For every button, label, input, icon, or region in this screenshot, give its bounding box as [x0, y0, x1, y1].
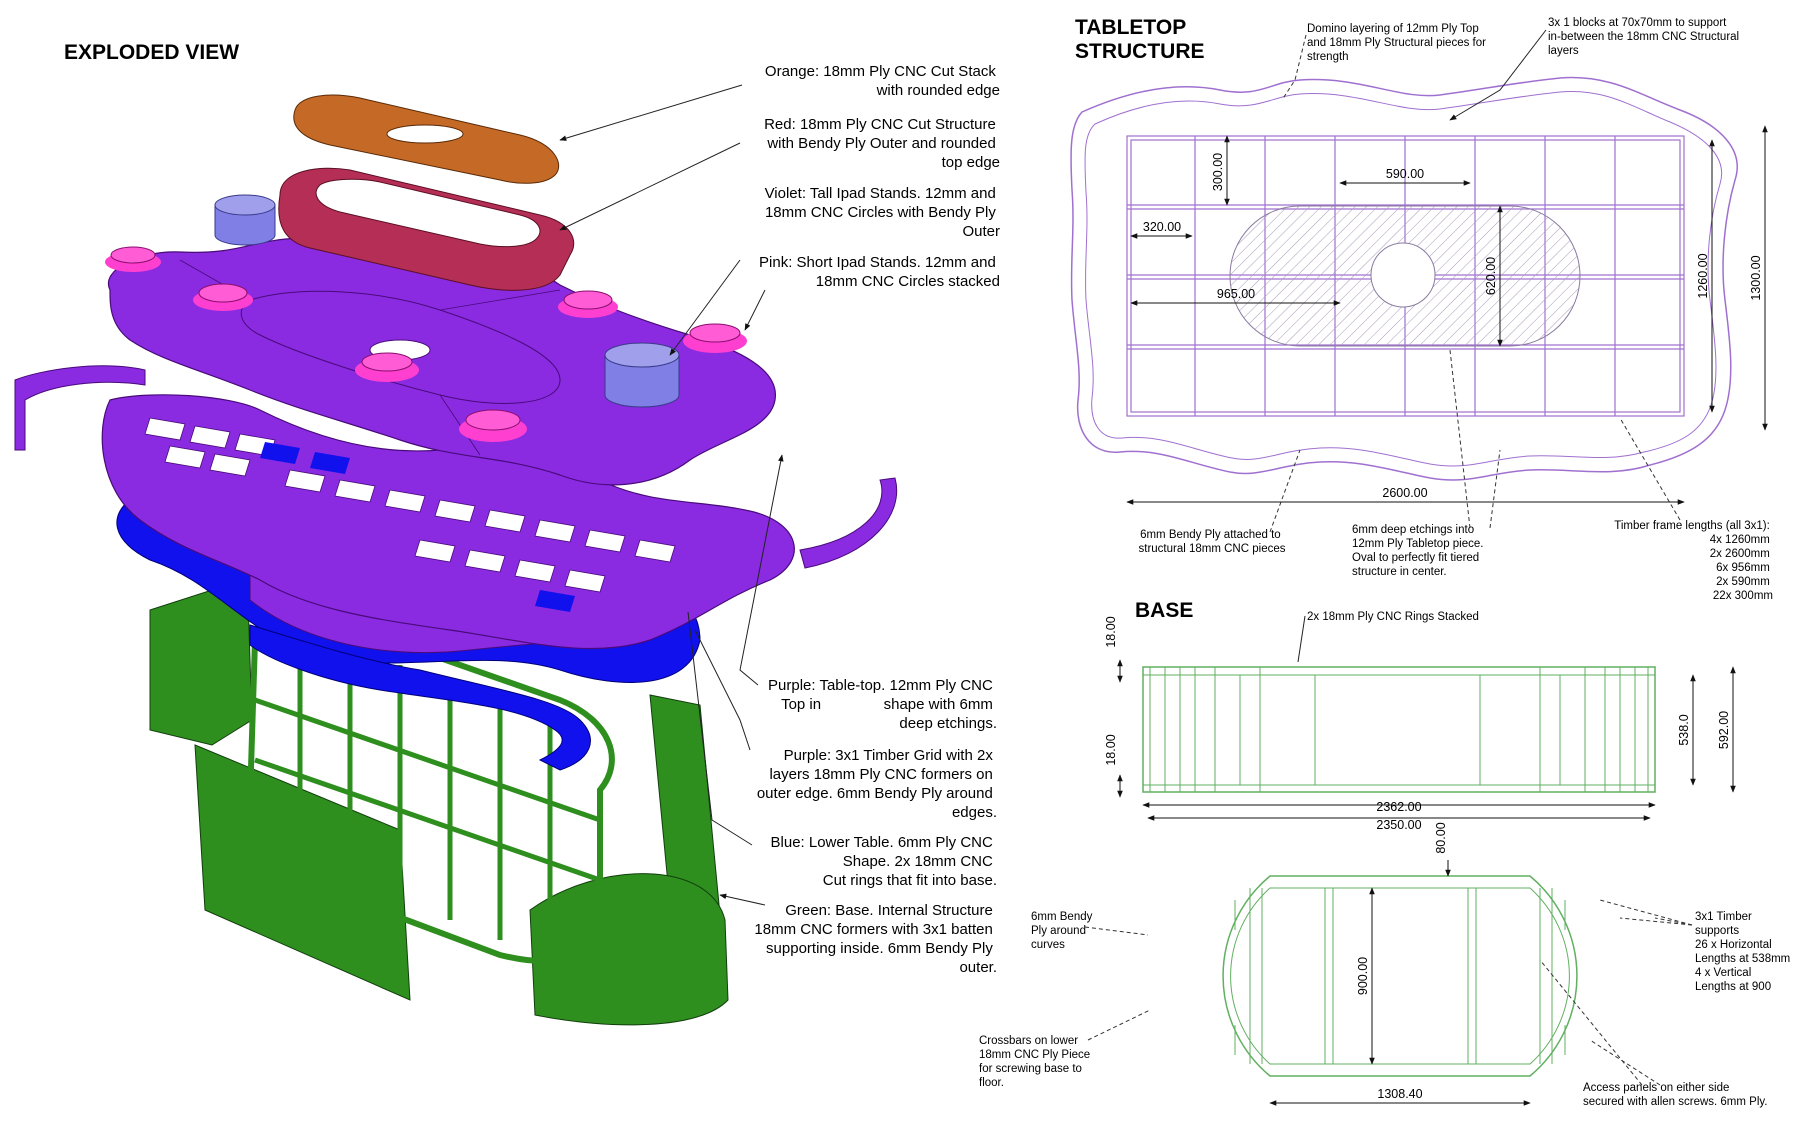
orange-stack-hole: [386, 124, 464, 144]
red-structure: [278, 167, 575, 291]
pink-stand-6: [459, 409, 527, 442]
timber-grid-holes: [144, 417, 676, 593]
dim-900: 900.00: [1356, 957, 1370, 995]
note-purple-grid: Purple: 3x1 Timber Grid with 2x layers 1…: [757, 747, 997, 821]
base-title: BASE: [1135, 599, 1193, 622]
base-note-bendy: 6mm Bendy Ply around curves: [1031, 911, 1096, 951]
tabletop-inner-outline: [1084, 90, 1723, 467]
note-orange: Orange: 18mm Ply CNC Cut Stack with roun…: [765, 63, 1000, 99]
tabletop-note-blocks: 3x 1 blocks at 70x70mm to support in-bet…: [1548, 17, 1742, 57]
pink-stand-2: [193, 283, 253, 311]
note-purple-top: Purple: Table-top. 12mm Ply CNC Top in s…: [768, 677, 997, 732]
rings-leader: [1297, 615, 1306, 663]
tabletop-dimensions: 300.00 590.00 320.00 620.00 965.00 1260.…: [1126, 125, 1768, 505]
base-frame-grid: [254, 640, 601, 955]
pink-stand-1: [105, 246, 161, 272]
orange-top-stack: [293, 94, 560, 184]
base-leaders: [1084, 899, 1693, 1086]
dim-80: 80.00: [1434, 822, 1448, 853]
note-red: Red: 18mm Ply CNC Cut Structure with Ben…: [764, 116, 1000, 171]
base-plan-view: [1222, 875, 1578, 1077]
dim-18-top: 18.00: [1104, 616, 1118, 647]
note-blue: Blue: Lower Table. 6mm Ply CNC Shape. 2x…: [771, 834, 997, 889]
base-dimensions: 18.00 18.00 538.0 592.00 2362.00 2350.00…: [1104, 616, 1736, 1106]
base-note-timber: 3x1 Timber supports 26 x Horizontal Leng…: [1695, 911, 1793, 993]
dim-538: 538.0: [1677, 714, 1691, 745]
dim-590: 590.00: [1386, 167, 1424, 181]
tabletop-note-bendy: 6mm Bendy Ply attached to structural 18m…: [1139, 529, 1286, 555]
dim-18-bottom: 18.00: [1104, 734, 1118, 765]
exploded-view-title: EXPLODED VIEW: [64, 41, 239, 64]
lower-table-ring: [249, 624, 591, 771]
base-note-crossbars: Crossbars on lower 18mm CNC Ply Piece fo…: [979, 1035, 1093, 1089]
dim-965: 965.00: [1217, 287, 1255, 301]
timber-grid-blue-cells: [260, 442, 575, 612]
note-green: Green: Base. Internal Structure 18mm CNC…: [754, 902, 997, 976]
note-violet: Violet: Tall Ipad Stands. 12mm and 18mm …: [765, 185, 1000, 240]
base-panel-left-back: [149, 589, 253, 746]
dim-2362: 2362.00: [1376, 800, 1421, 814]
dim-300: 300.00: [1211, 153, 1225, 191]
dim-620: 620.00: [1484, 257, 1498, 295]
dim-2350: 2350.00: [1376, 818, 1421, 832]
dim-1300: 1300.00: [1749, 255, 1763, 300]
pink-stand-3: [558, 290, 618, 318]
tabletop-note-domino: Domino layering of 12mm Ply Top and 18mm…: [1307, 23, 1489, 63]
base-note-access: Access panels on either side secured wit…: [1583, 1082, 1767, 1108]
tabletop-structure-panel: TABLETOP STRUCTURE Domino layering of 12: [1070, 16, 1773, 602]
base-curve-right: [529, 873, 729, 1026]
red-structure-inner-opening: [315, 178, 541, 248]
pink-stand-5: [355, 352, 419, 382]
exploded-leaders: [559, 84, 784, 906]
tabletop-note-etch: 6mm deep etchings into 12mm Ply Tabletop…: [1352, 524, 1487, 578]
purple-timber-grid-layer: [14, 365, 898, 650]
tabletop-title: TABLETOP STRUCTURE: [1075, 16, 1205, 63]
base-panel: BASE 2x 18mm Ply CNC Rings Stacked: [979, 599, 1793, 1108]
base-side-elevation: [1142, 666, 1656, 793]
dim-1260: 1260.00: [1696, 253, 1710, 298]
exploded-notes: Orange: 18mm Ply CNC Cut Stack with roun…: [754, 63, 1000, 976]
violet-stand-2: [604, 342, 680, 408]
note-pink: Pink: Short Ipad Stands. 12mm and 18mm C…: [759, 254, 1000, 290]
dim-592: 592.00: [1717, 711, 1731, 749]
tabletop-center-hole: [1370, 242, 1436, 308]
table-top-oval-etching: [240, 290, 561, 404]
violet-stand-1: [214, 194, 276, 246]
tabletop-outer-outline: [1070, 76, 1738, 481]
exploded-view-panel: EXPLODED VIEW: [14, 41, 1000, 1026]
tabletop-leaders: [1269, 29, 1681, 533]
tabletop-note-timber: Timber frame lengths (all 3x1): 4x 1260m…: [1614, 520, 1773, 602]
dim-1308: 1308.40: [1377, 1087, 1422, 1101]
bendy-strip-right: [799, 477, 898, 569]
base-note-rings: 2x 18mm Ply CNC Rings Stacked: [1307, 611, 1479, 623]
violet-ipad-stands: [214, 194, 680, 408]
bendy-strip-left: [14, 365, 146, 451]
dim-2600: 2600.00: [1382, 486, 1427, 500]
dim-320: 320.00: [1143, 220, 1181, 234]
pink-stand-4: [683, 323, 747, 353]
